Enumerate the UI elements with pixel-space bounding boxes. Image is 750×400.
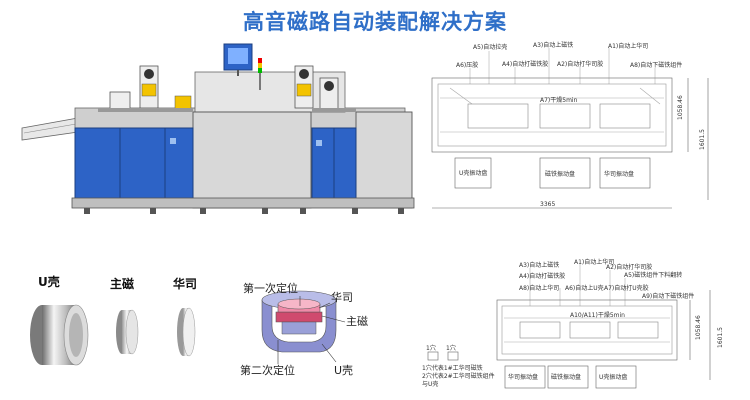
part-label-u-shell: U壳 [38, 274, 60, 289]
bottom-label: 磁铁振动盘 [551, 373, 581, 381]
bottom-note: 1穴代表1#工华司磁铁 [422, 364, 483, 372]
bottom-label: U壳振动盘 [599, 373, 627, 381]
top-label: A7)干燥5min [540, 96, 578, 104]
bottom-label: A4)自动打磁铁胶 [519, 272, 565, 280]
machine-illustration [21, 43, 415, 214]
top-label: A1)自动上华司 [608, 42, 648, 50]
bottom-label: A6)自动上U壳 [565, 284, 604, 292]
bottom-label: 华司振动盘 [508, 373, 538, 381]
bottom-label: A5)磁铁组件下料翻转 [624, 271, 682, 279]
cross-section-leaders [277, 296, 346, 364]
top-label: 华司振动盘 [604, 170, 634, 178]
bottom-note: 1穴 [446, 344, 456, 352]
part-label-main-magnet: 主磁 [110, 276, 134, 291]
layout-top-leaders [469, 48, 656, 84]
bottom-label: A8)自动上华司 [519, 284, 559, 292]
label-main-magnet: 主磁 [346, 315, 368, 328]
bottom-label: A10/A11)干燥5min [570, 311, 625, 319]
bottom-dim: 1601.5 [717, 327, 724, 348]
part-u-shell-image [30, 304, 89, 366]
top-label: 磁铁振动盘 [545, 170, 575, 178]
top-label: A4)自动打磁铁胶 [502, 60, 548, 68]
label-washer: 华司 [331, 290, 353, 304]
part-washer-image [177, 307, 196, 357]
layout-bottom-leaders [529, 264, 626, 306]
top-label: A3)自动上磁铁 [533, 41, 573, 49]
part-main-magnet-image [116, 309, 139, 355]
top-label: A5)自动拉壳 [473, 43, 507, 51]
bottom-dim: 1058.46 [695, 315, 702, 340]
cross-section-illustration [261, 290, 337, 353]
label-second-position: 第二次定位 [240, 363, 295, 377]
bottom-label: A3)自动上磁铁 [519, 261, 559, 269]
top-dim: 1601.5 [699, 129, 706, 150]
top-label: U壳振动盘 [459, 169, 487, 177]
page-title: 高音磁路自动装配解决方案 [243, 10, 507, 34]
bottom-note: 与U壳 [422, 380, 438, 388]
part-label-washer: 华司 [173, 276, 197, 291]
bottom-label: A7)自动打U壳胶 [604, 284, 649, 292]
top-dim: 3365 [540, 201, 555, 208]
layout-drawing-bottom [427, 290, 711, 389]
top-label: A2)自动打华司胶 [557, 60, 603, 68]
top-label: A6)压胶 [456, 61, 478, 69]
label-first-position: 第一次定位 [243, 281, 298, 295]
bottom-label: A9)自动下磁铁组件 [642, 292, 694, 300]
bottom-note: 1穴 [426, 344, 436, 352]
label-u-shell: U壳 [334, 363, 353, 377]
bottom-label: A1)自动上华司 [574, 258, 614, 266]
bottom-label: A2)自动打华司胶 [606, 263, 652, 271]
layout-drawing-top [431, 77, 709, 209]
top-dim: 1058.46 [677, 95, 684, 120]
bottom-note: 2穴代表2#工华司磁铁组件 [422, 372, 495, 380]
top-label: A8)自动下磁铁组件 [630, 61, 682, 69]
